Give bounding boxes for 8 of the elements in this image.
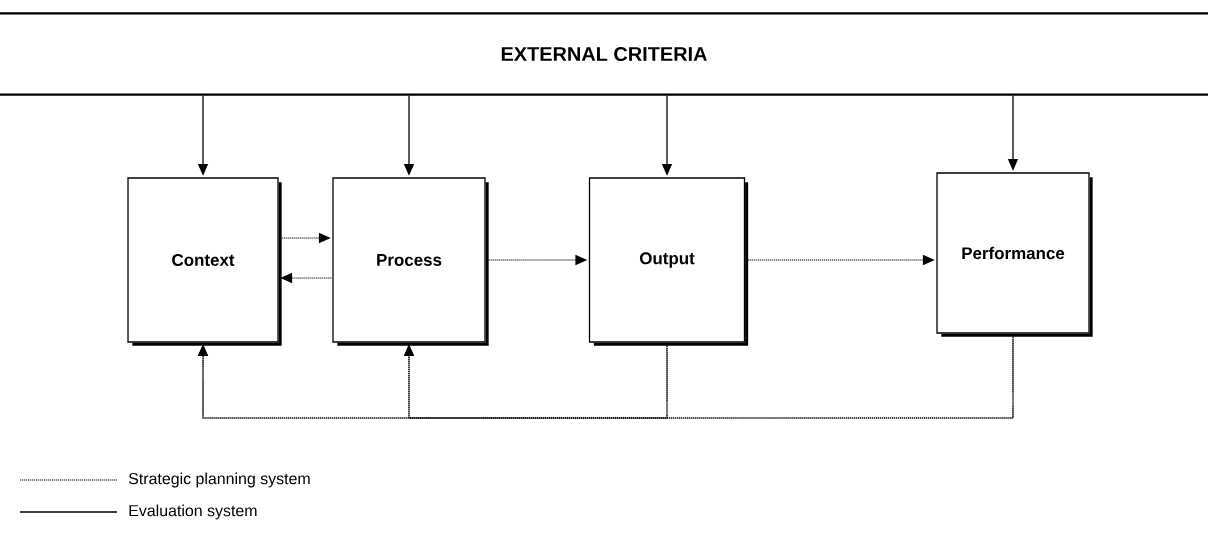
- band: EXTERNAL CRITERIA: [0, 12, 1208, 96]
- legend-item: Strategic planning system: [19, 472, 310, 488]
- process-box: Process: [332, 177, 489, 346]
- process-box: Context: [127, 177, 282, 346]
- legend-item: Evaluation system: [19, 504, 257, 520]
- process-box: Performance: [936, 172, 1093, 337]
- arrow: [403, 334, 1014, 419]
- process-box: Output: [588, 177, 749, 346]
